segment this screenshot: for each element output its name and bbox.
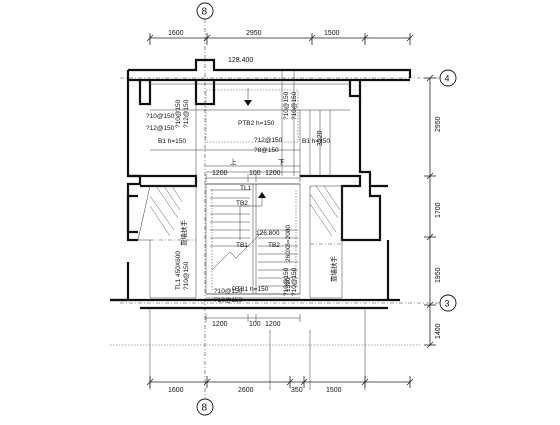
lower-slab-region: PTB1 h=150 ?10@150 ?10@150 ?10@150 ?10@1…: [206, 267, 300, 304]
top-dim-2950: 2950: [246, 30, 262, 37]
rebar-12-150-b: ?12@150: [254, 137, 283, 144]
top-dim-1600: 1600: [168, 30, 184, 37]
axis-right-top-label: 4: [445, 74, 450, 84]
right-dim-1950: 1950: [435, 267, 442, 283]
top-dimension-chain: 1600 2950 1500: [146, 30, 414, 45]
rebar-10-150-lower-a: ?10@150: [214, 288, 243, 295]
bottom-dimension-chain: 1600 2600 350 1500: [146, 376, 414, 394]
inner-dim-bot-1200b: 1200: [265, 321, 281, 328]
left-panel: 靠墙扶手 TL1 450X600 ?10@150: [137, 185, 197, 299]
axis-right-bottom-label: 3: [445, 299, 450, 309]
bottom-dim-350: 350: [291, 387, 303, 394]
inner-dim-bot-100: 100: [249, 321, 261, 328]
right-dim-1400: 1400: [435, 323, 442, 339]
inner-dim-top-1200: 1200: [212, 170, 228, 177]
b1-label-left: B1 h=150: [158, 138, 186, 145]
axis-right-top: 4: [120, 69, 457, 87]
right-handrail-note: 靠墙扶手: [329, 256, 338, 283]
arrow-up-label: 上: [230, 157, 237, 166]
upper-slab-region: PTB2 h=150 B1 h=150 B1 h=150 ?10@150 ?12…: [146, 70, 330, 176]
stair-flights: TL1 TB2 TB1 TB2 126.800 260X8=2080 1320: [205, 183, 301, 295]
right-dimension-chain: 2950 1700 1950 1400: [424, 74, 442, 349]
rebar-vertical-lower-1: ?10@150: [283, 267, 290, 296]
rebar-vertical-mid-1: ?10@150: [283, 91, 290, 120]
rebar-12-150-a: ?12@150: [146, 125, 175, 132]
inner-dim-top-100: 100: [249, 170, 261, 177]
tb1-label: TB1: [236, 242, 248, 249]
bottom-dim-2600: 2600: [238, 387, 254, 394]
tb2-label-upper: TB2: [236, 200, 248, 207]
ptb2-label: PTB2 h=150: [238, 120, 275, 127]
arrow-down-label: 下: [278, 158, 285, 166]
beam-rebar-left: ?10@150: [183, 261, 190, 290]
rebar-vertical-left-2: ?12@150: [183, 99, 190, 128]
slab-band-lines: [150, 83, 350, 176]
inner-dim-row-bottom: 1200 100 1200: [205, 314, 301, 328]
right-panel: 靠墙扶手: [309, 185, 343, 299]
bottom-dim-1600: 1600: [168, 387, 184, 394]
bottom-dim-1500: 1500: [326, 387, 342, 394]
axis-8-top: 8: [196, 2, 214, 398]
axis-8-bottom: 8: [196, 398, 214, 416]
stair-elevation: 126.800: [256, 230, 280, 237]
rebar-vertical-lower-2: ?10@150: [291, 267, 298, 296]
right-dim-2950: 2950: [435, 116, 442, 132]
ptb1-label: PTB1 h=150: [232, 286, 269, 293]
rebar-vertical-left-1: ?10@150: [175, 99, 182, 128]
inner-dim-1320: 1320: [285, 277, 292, 292]
rebar-vertical-mid-2: ?10@150: [291, 91, 298, 120]
rebar-8-150: ?8@150: [254, 147, 279, 154]
right-dim-1700: 1700: [435, 202, 442, 218]
top-dim-1500: 1500: [324, 30, 340, 37]
b1-label-right: B1 h=150: [302, 138, 330, 145]
inner-dim-row-top: 1200 100 1200 上 下: [205, 157, 301, 182]
tl1-label-top: TL1: [240, 185, 252, 192]
inner-dim-top-1200b: 1200: [265, 170, 281, 177]
steps-label: 260X8=2080: [285, 225, 292, 262]
elevation-top: 128.400: [228, 57, 253, 64]
inner-dim-3220: 3220: [317, 130, 324, 146]
tb2-label-right: TB2: [268, 242, 280, 249]
rebar-10-150-lower-b: ?10@150: [214, 297, 243, 304]
axis-right-bottom: 3: [120, 294, 457, 312]
axis-8-top-label: 8: [202, 7, 208, 18]
rebar-10-150-a: ?10@150: [146, 113, 175, 120]
left-handrail-note: 靠墙扶手: [179, 220, 188, 247]
beam-text-left-1: TL1 450X600: [175, 251, 182, 290]
inner-dim-bot-1200: 1200: [212, 321, 228, 328]
axis-8-bottom-label: 8: [202, 403, 208, 414]
